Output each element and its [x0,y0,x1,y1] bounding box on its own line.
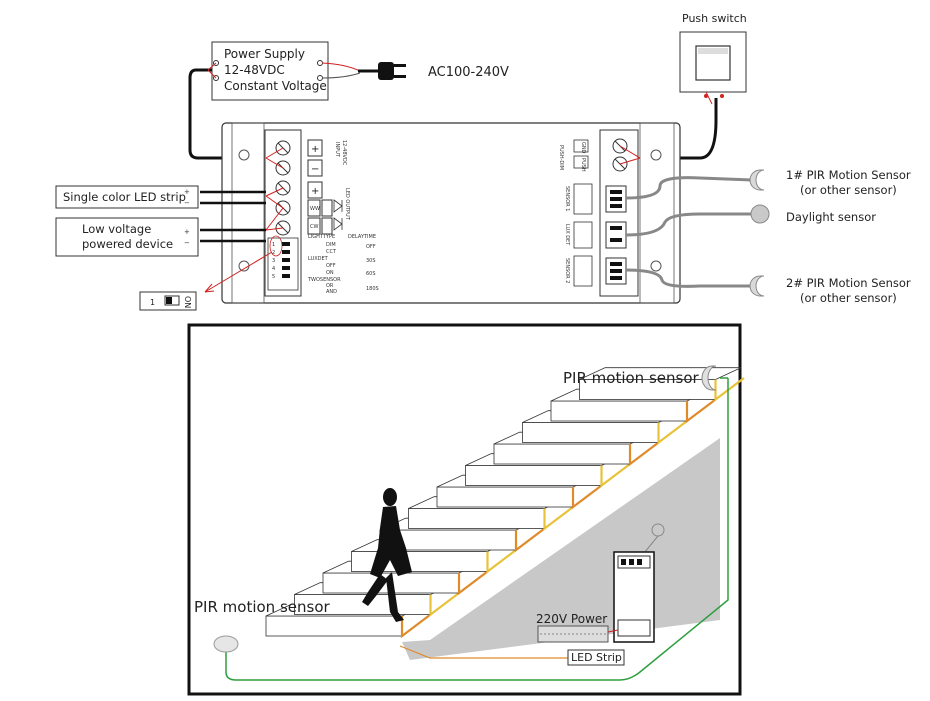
mains-voltage-label: AC100-240V [428,65,509,80]
sensor2-label: SENSOR 2 [564,258,570,283]
daylight-sensor-icon [750,204,770,224]
dip-and: AND [326,289,337,295]
pir-sensor-2-icon [749,275,765,297]
dip-cct: CCT [326,249,337,255]
led-strip-segment [571,484,603,510]
power-supply-box: Power Supply 12-48VDC Constant Voltage [211,41,329,101]
dip-callout-one: 1 [150,298,155,307]
cw-label: CW [310,224,318,230]
device-label-1: Low voltage [82,222,151,236]
dip-lighttype: LIGHTTYPE [308,234,335,240]
daylight-label: Daylight sensor [786,210,876,224]
svg-text:−: − [184,239,190,247]
led-strip-segment [543,506,574,531]
led-strip-segment [486,549,517,574]
controller-unit: + − + WW CW INPUT 12-48VDC LED OUTPUT 1 … [221,122,681,304]
mains-plug-icon [358,62,406,80]
push-dim-label: PUSH-DIM [558,145,564,170]
input-range-label: 12-48VDC [341,140,347,166]
gnd-label: GND [580,142,586,154]
svg-text:+: + [184,188,190,196]
dip-or: OR [326,283,334,289]
stair-step [465,465,602,486]
person-silhouette [362,488,412,622]
led-strip-segment [600,463,631,488]
stair-power-label: 220V Power [536,612,607,626]
led-strip-segment [657,420,688,445]
stair-pir-top-icon [701,365,717,391]
dip-t30: 30S [366,258,376,264]
pir1-label: 1# PIR Motion Sensor [786,168,911,182]
dip-luxdet: LUXDET [308,256,329,262]
led-strip-segment [400,613,432,639]
pir-sensor-1-icon [749,169,765,191]
svg-text:−: − [311,164,319,175]
led-strip-segment [514,527,546,553]
power-supply-voltage: 12-48VDC [224,63,285,77]
push-switch-label: Push switch [682,12,747,25]
svg-text:+: + [311,144,319,155]
low-voltage-device: Low voltage powered device + − [55,217,199,257]
led-strip-segment [429,592,460,617]
sensor1-label: SENSOR 1 [564,186,570,211]
dip-t60: 60S [366,271,376,277]
stair-strip-label: LED Strip [571,651,622,664]
stair-step [408,508,545,529]
dip-delaytime: DELAYTIME [348,234,376,240]
svg-text:+: + [311,186,319,197]
stair-step [522,422,659,443]
push-switch: Push switch [679,12,747,98]
stair-step [265,615,403,637]
stair-step [436,486,574,508]
input-label: INPUT [334,142,340,158]
stair-pir-bottom-label: PIR motion sensor [194,598,330,616]
ww-label: WW [310,206,320,212]
dip-num-1: 1 [272,242,275,248]
stair-tread [579,367,742,380]
pir2-label: 2# PIR Motion Sensor [786,276,911,290]
led-strip-label: Single color LED strip [63,190,186,204]
stair-daylight-icon [651,523,665,537]
led-strip-segment [457,570,489,596]
power-supply-type: Constant Voltage [224,79,327,93]
led-strip-segment [628,441,660,467]
pir2-sub: (or other sensor) [800,291,897,305]
power-supply-label: Power Supply [224,47,305,61]
svg-text:+: + [184,228,190,236]
dip-callout-on: ON [183,296,192,308]
dip-t180: 180S [366,286,379,292]
svg-text:−: − [184,199,190,207]
dip-off: OFF [326,263,336,269]
dip-on: ON [326,270,334,276]
pir1-sub: (or other sensor) [800,183,897,197]
dip-switch-callout: 1 ON [139,291,197,311]
led-strip-load: Single color LED strip + − [55,185,199,209]
dip-t-off: OFF [366,244,376,250]
push-label: PUSH [580,158,586,172]
led-output-label: LED OUTPUT [344,188,350,221]
dip-num-4: 4 [272,266,275,272]
led-strip-segment [714,377,745,402]
stair-step [550,400,688,422]
led-strip-segment [685,398,717,424]
dip-num-3: 3 [272,258,275,264]
dip-twosensor: TWOSENSOR [307,277,341,283]
staircase-illustration: PIR motion sensor PIR motion sensor 220V… [187,323,745,696]
dip-dim: DIM [326,242,336,248]
dip-num-2: 2 [272,250,275,256]
stair-step [493,443,631,465]
device-label-2: powered device [82,237,173,251]
stair-pir-top-label: PIR motion sensor [563,369,699,387]
lux-det-label: LUX DET [564,224,570,246]
stair-pir-bottom-icon [213,635,239,653]
dip-num-5: 5 [272,274,275,280]
